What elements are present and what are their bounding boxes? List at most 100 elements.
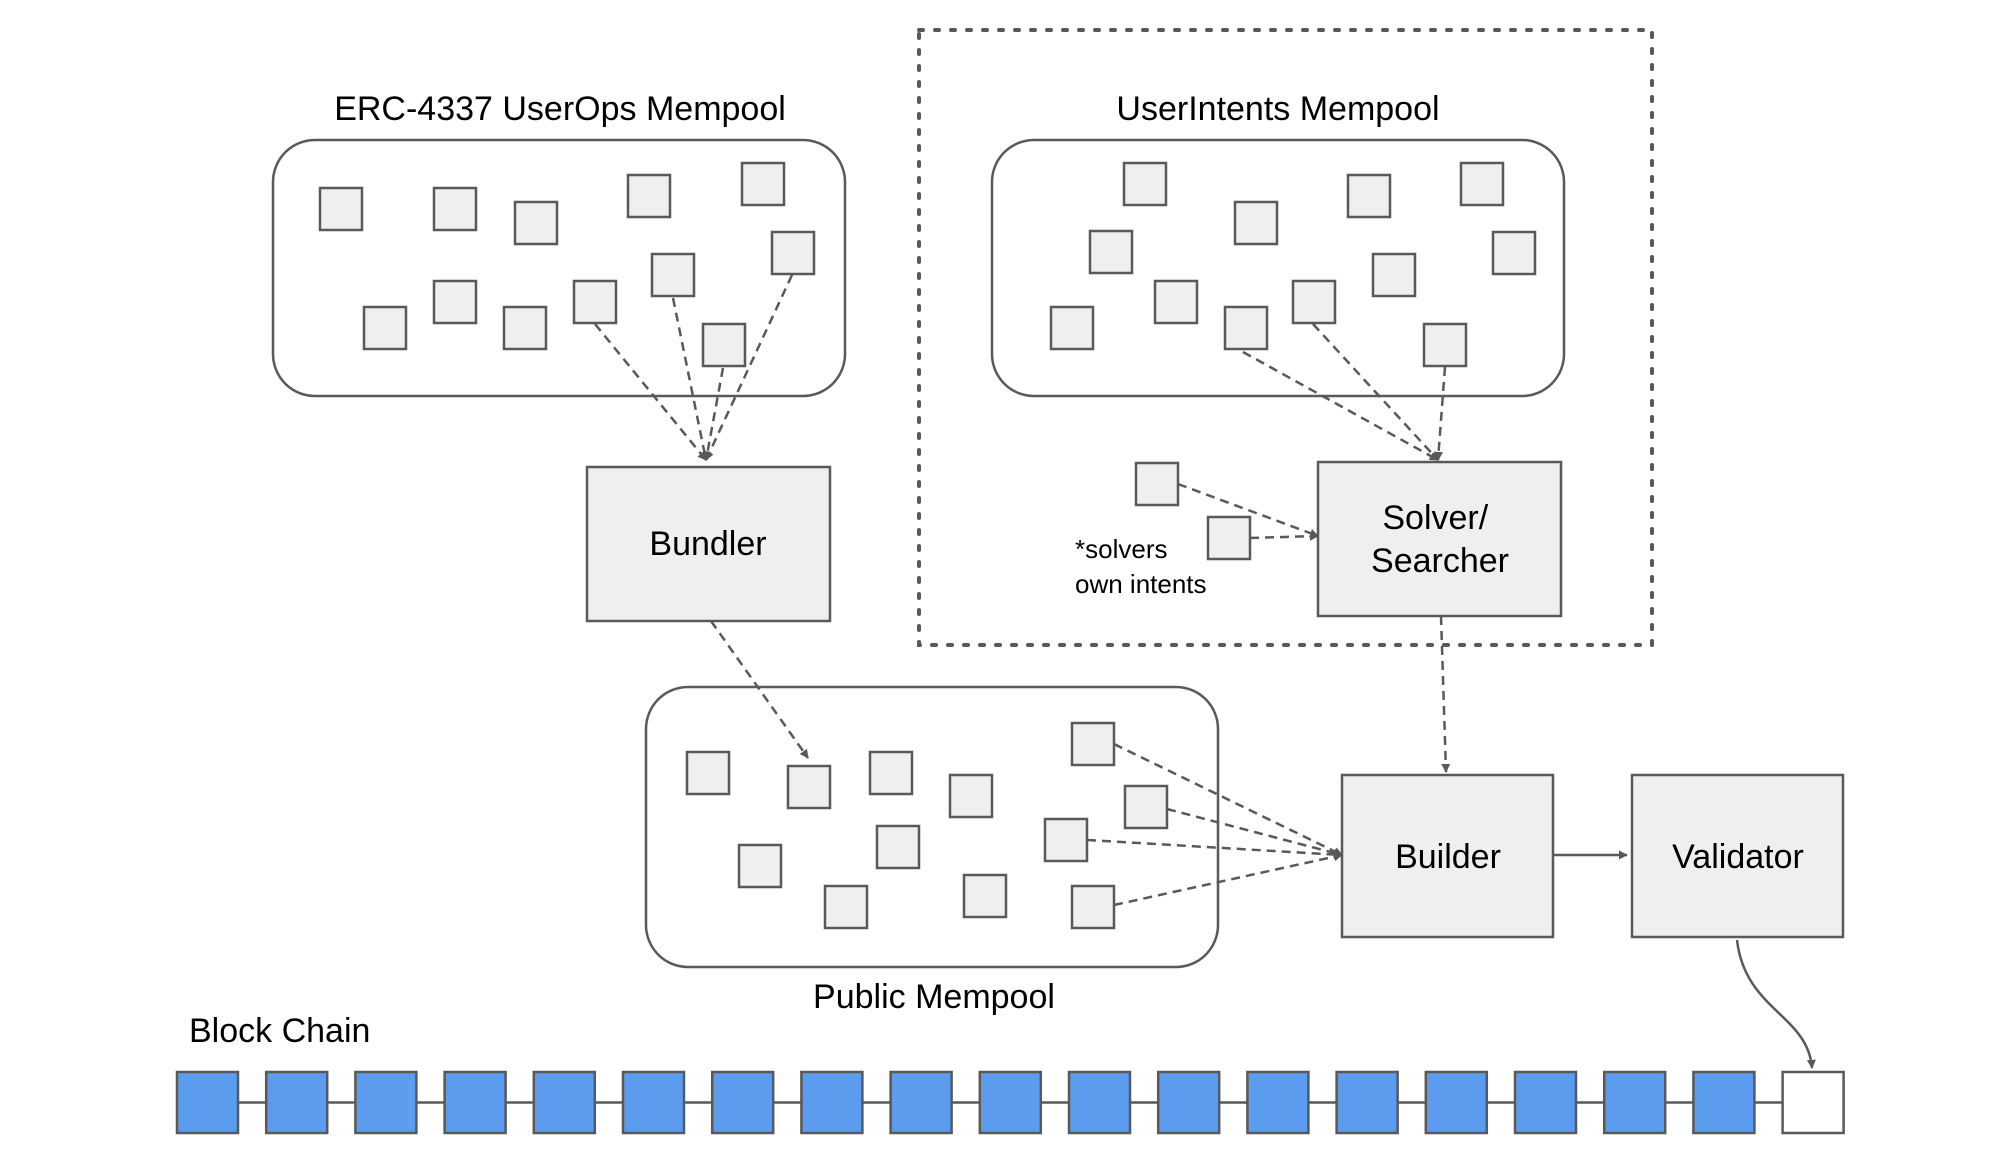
userop-to-bundler-arrow [703, 367, 725, 461]
chain-block [889, 1070, 953, 1135]
intent-tx [1291, 279, 1337, 325]
public-tx-to-builder-arrow [1086, 838, 1343, 860]
public-tx [737, 843, 783, 889]
bundler-label: Bundler [649, 525, 766, 563]
public-tx [962, 873, 1008, 919]
public-tx [823, 884, 869, 930]
public-tx [948, 773, 994, 819]
userop-tx [432, 279, 478, 325]
public-tx-to-builder-arrow [1113, 852, 1343, 907]
solver-label-line1: Solver/ [1382, 499, 1488, 537]
userop-tx [740, 161, 786, 207]
chain-block [1156, 1070, 1221, 1135]
public-tx-to-builder-arrow [1166, 807, 1343, 858]
chain-block [1692, 1070, 1756, 1135]
solver-label-line2: Searcher [1371, 542, 1509, 580]
chain-block [175, 1070, 240, 1135]
chain-block [532, 1070, 597, 1135]
userop-tx [318, 186, 364, 232]
solver-note: *solvers own intents [1075, 534, 1207, 599]
chain-block [1602, 1070, 1667, 1135]
bundler-to-public-mempool-arrow [709, 620, 810, 759]
userops-transactions [318, 161, 816, 368]
validator-to-chain-arrow [1735, 939, 1816, 1069]
validator-node: Validator [1630, 773, 1845, 939]
intent-tx [1346, 173, 1392, 219]
public-tx [685, 750, 731, 796]
bundler-box [585, 465, 832, 623]
blockchain-label: Block Chain [189, 1012, 370, 1050]
userop-tx [513, 200, 559, 246]
intents-boundary [917, 28, 1654, 647]
intent-to-solver-arrow [1434, 366, 1447, 461]
public-mempool-transactions [685, 721, 1169, 930]
chain-block [1246, 1070, 1310, 1135]
solver-label: Solver/ Searcher [1371, 499, 1509, 580]
solver-own-intents [1134, 461, 1252, 561]
own-intent-to-solver-arrow [1177, 482, 1319, 538]
userops-mempool-label: ERC-4337 UserOps Mempool [334, 90, 786, 128]
pending-block [1781, 1070, 1845, 1135]
own-intent-tx [1206, 515, 1252, 561]
intent-tx [1088, 229, 1134, 275]
builder-label: Builder [1395, 838, 1501, 876]
chain-block [621, 1070, 686, 1135]
builder-node: Builder [1340, 773, 1555, 939]
userop-tx [626, 173, 672, 219]
userop-tx [572, 279, 618, 325]
public-tx-to-builder-arrow [1113, 742, 1343, 857]
userop-to-bundler-arrow [671, 297, 709, 461]
chain-block [710, 1070, 775, 1135]
intent-to-solver-arrow [1242, 350, 1439, 462]
userintents-mempool-label: UserIntents Mempool [1116, 90, 1439, 128]
chain-block [264, 1070, 329, 1135]
userop-tx [701, 322, 747, 368]
intent-tx [1223, 305, 1269, 351]
solver-to-builder-arrow [1439, 615, 1451, 773]
own-intent-tx [1134, 461, 1180, 507]
intent-tx [1422, 322, 1468, 368]
intent-tx [1122, 161, 1168, 207]
builder-box [1340, 773, 1555, 939]
public-tx [875, 824, 921, 870]
intent-tx [1153, 279, 1199, 325]
chain-block [800, 1070, 864, 1135]
intent-tx [1233, 200, 1279, 246]
blockchain [175, 1070, 1845, 1135]
userintents-transactions [1049, 161, 1537, 368]
userop-to-bundler-arrow [704, 274, 794, 461]
public-tx [1043, 817, 1089, 863]
public-tx [1123, 784, 1169, 830]
chain-block [1513, 1070, 1578, 1135]
userop-tx [650, 252, 696, 298]
validator-box [1630, 773, 1845, 939]
userop-tx [770, 230, 816, 276]
solver-note-line2: own intents [1075, 569, 1207, 599]
userop-tx [432, 186, 478, 232]
intent-to-solver-arrow [1312, 323, 1439, 461]
public-tx [1070, 721, 1116, 767]
chain-block [354, 1070, 418, 1135]
own-intent-to-solver-arrow [1249, 531, 1319, 541]
solver-box [1316, 460, 1563, 618]
userop-tx [502, 305, 548, 351]
validator-label: Validator [1672, 838, 1804, 876]
flow-arrows [594, 274, 1451, 907]
chain-block [1067, 1070, 1132, 1135]
public-tx [786, 764, 832, 810]
intent-tx [1371, 252, 1417, 298]
chain-block [1424, 1070, 1489, 1135]
solver-node: Solver/ Searcher [1316, 460, 1563, 618]
solver-note-line1: *solvers [1075, 534, 1167, 564]
intent-tx [1049, 305, 1095, 351]
intent-tx [1459, 161, 1505, 207]
chain-block [1335, 1070, 1399, 1135]
public-tx [868, 750, 914, 796]
bundler-node: Bundler [585, 465, 832, 623]
chain-block [978, 1070, 1043, 1135]
public-tx [1070, 884, 1116, 930]
userop-tx [362, 305, 408, 351]
intent-tx [1491, 230, 1537, 276]
public-mempool-label: Public Mempool [813, 978, 1055, 1016]
